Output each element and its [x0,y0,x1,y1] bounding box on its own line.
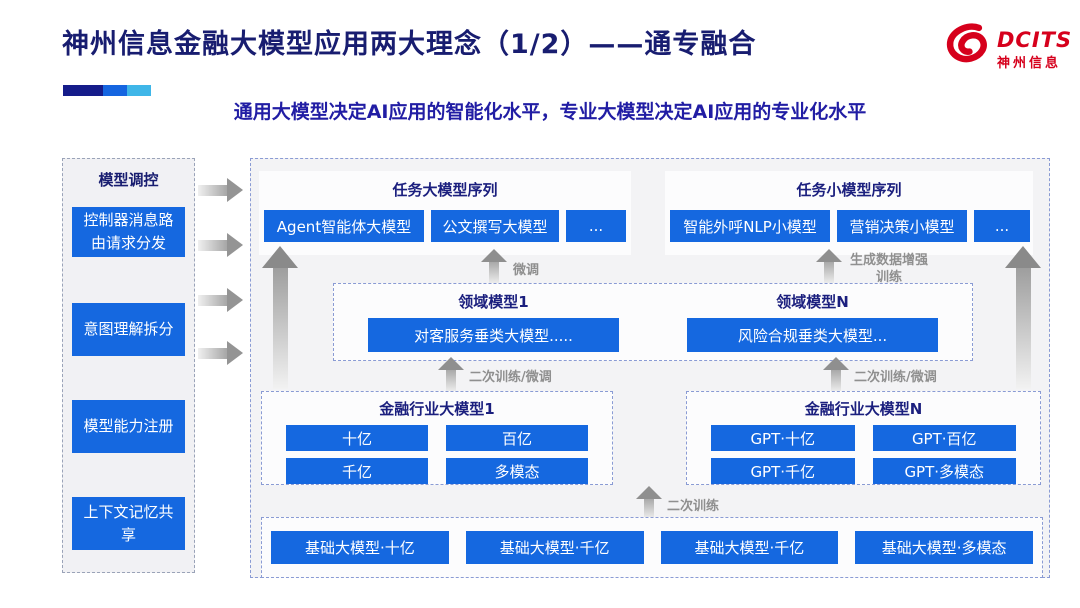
section-header: 任务大模型序列 [392,181,498,199]
retrain-label: 二次训练 [667,499,720,514]
model-box-base-billion: 基础大模型·十亿 [271,531,449,564]
model-box-risk-compliance: 风险合规垂类大模型... [687,318,938,352]
sidebar-item-intent-parsing: 意图理解拆分 [72,303,185,356]
section-header: 任务小模型序列 [796,181,902,199]
augmented-training-arrow-icon [816,249,842,284]
sidebar-flow-arrow-icon [198,233,243,257]
sidebar-item-capability-registry: 模型能力注册 [72,400,185,453]
accent-bar-segment-blue [103,85,127,96]
model-box-ellipsis: ... [566,210,626,242]
domain-model-n-section: 领域模型N 风险合规垂类大模型... [653,284,972,360]
model-box-agent: Agent智能体大模型 [264,210,424,242]
finance-industry-model-n-section: 金融行业大模型N GPT·十亿 GPT·百亿 GPT·千亿 GPT·多模态 [686,391,1041,485]
left-tall-flow-arrow-icon [262,246,298,389]
model-box-gpt-multimodal: GPT·多模态 [872,458,1016,484]
sidebar-flow-arrow-icon [198,288,243,312]
domain-model-container: 领域模型1 对客服务垂类大模型..... 领域模型N 风险合规垂类大模型... [333,283,973,361]
model-box-ellipsis: ... [974,210,1030,242]
base-model-section: 基础大模型·十亿 基础大模型·千亿 基础大模型·千亿 基础大模型·多模态 [261,517,1043,578]
retrain-finetune-label: 二次训练/微调 [469,370,552,385]
title-accent-bar [63,85,151,96]
retrain-arrow-icon [636,486,662,519]
company-logo: DCITS 神州信息 [944,22,1072,72]
sidebar-flow-arrow-icon [198,341,243,365]
model-box-outbound-nlp: 智能外呼NLP小模型 [670,210,830,242]
model-box-document-writing: 公文撰写大模型 [431,210,559,242]
finetune-label: 微调 [513,263,540,278]
model-box-base-hundred-billion: 基础大模型·千亿 [465,531,644,564]
model-box-gpt-ten-billion: GPT·百亿 [872,425,1016,451]
retrain-finetune-arrow-icon [823,357,849,392]
section-header: 领域模型1 [458,293,529,311]
logo-text-block: DCITS 神州信息 [997,28,1073,72]
model-box-customer-service: 对客服务垂类大模型..... [368,318,619,352]
accent-bar-segment-navy [63,85,103,96]
model-box-multimodal: 多模态 [446,458,588,484]
domain-model-1-section: 领域模型1 对客服务垂类大模型..... [334,284,653,360]
augmented-training-label: 生成数据增强训练 [849,253,928,285]
model-box-marketing-decision: 营销决策小模型 [837,210,967,242]
model-control-sidebar: 模型调控 控制器消息路由请求分发 意图理解拆分 模型能力注册 上下文记忆共享 [62,158,195,573]
retrain-finetune-arrow-icon [438,357,464,392]
model-box-hundred-billion: 千亿 [286,458,428,484]
page-title: 神州信息金融大模型应用两大理念（1/2）——通专融合 [62,29,757,60]
dcits-swirl-icon [944,22,990,72]
model-box-gpt-billion: GPT·十亿 [711,425,855,451]
model-architecture-diagram: 任务大模型序列 Agent智能体大模型 公文撰写大模型 ... 任务小模型序列 … [250,158,1050,578]
logo-text-cn: 神州信息 [997,56,1062,71]
right-tall-flow-arrow-icon [1005,246,1041,389]
section-header: 金融行业大模型N [804,400,923,418]
slide-subtitle: 通用大模型决定AI应用的智能化水平，专业大模型决定AI应用的专业化水平 [233,101,867,123]
sidebar-header: 模型调控 [98,171,159,189]
task-large-model-section: 任务大模型序列 Agent智能体大模型 公文撰写大模型 ... [259,171,631,255]
retrain-finetune-label: 二次训练/微调 [854,370,937,385]
finance-industry-model-1-section: 金融行业大模型1 十亿 百亿 千亿 多模态 [261,391,613,485]
model-box-gpt-hundred-billion: GPT·千亿 [711,458,855,484]
task-small-model-section: 任务小模型序列 智能外呼NLP小模型 营销决策小模型 ... [665,171,1033,255]
section-header: 领域模型N [776,293,849,311]
finetune-arrow-icon [481,249,507,284]
accent-bar-segment-cyan [127,85,151,96]
sidebar-flow-arrow-icon [198,178,243,202]
model-box-base-hundred-billion: 基础大模型·千亿 [660,531,839,564]
model-box-base-multimodal: 基础大模型·多模态 [855,531,1033,564]
model-box-ten-billion: 百亿 [446,425,588,451]
logo-text-en: DCITS [997,28,1073,52]
model-box-billion: 十亿 [286,425,428,451]
section-header: 金融行业大模型1 [379,400,495,418]
sidebar-item-controller-routing: 控制器消息路由请求分发 [72,207,185,257]
sidebar-item-context-memory: 上下文记忆共享 [72,497,185,550]
